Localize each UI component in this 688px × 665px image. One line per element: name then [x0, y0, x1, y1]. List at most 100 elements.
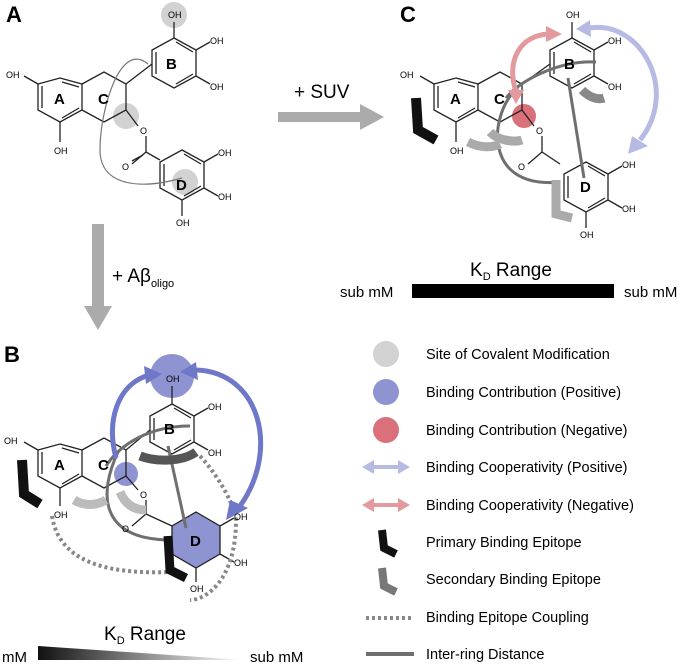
secondary-epitope-c [486, 128, 524, 146]
oh-label: OH [208, 448, 222, 458]
secondary-epitope-a [465, 137, 503, 152]
ring-b-label: B [164, 421, 175, 438]
legend-symbol-negative-cooperativity [362, 498, 410, 512]
legend-symbol-secondary-epitope [378, 567, 398, 596]
ring-d-label: D [580, 179, 591, 196]
oh-label: OH [208, 402, 222, 412]
oh-label: OH [450, 146, 464, 156]
legend-item-positive-contribution: Binding Contribution (Positive) [426, 385, 621, 401]
ring-b-label: B [564, 56, 575, 73]
ester-o-label: O [536, 126, 543, 136]
negative-contribution-dot-c [512, 104, 536, 128]
covalent-site-d [172, 169, 198, 195]
kd-range-bar-c [412, 284, 614, 298]
secondary-epitope-b-b [138, 448, 199, 465]
epitope-coupling-bd [189, 454, 239, 602]
legend-item-positive-cooperativity: Binding Cooperativity (Positive) [426, 460, 627, 476]
inter-ring-distance-cb-b [104, 424, 191, 467]
kd-left-label-b: mM [2, 649, 27, 665]
panel-c-letter: C [400, 2, 416, 27]
legend-symbol-covalent [373, 341, 399, 367]
primary-epitope-d-b [163, 535, 189, 583]
oh-label: OH [566, 10, 580, 20]
ring-b-label: B [166, 56, 177, 73]
ester-o-label: O [140, 126, 147, 136]
secondary-epitope-d [551, 180, 574, 223]
oh-label: OH [176, 218, 190, 228]
legend-item-secondary-epitope: Secondary Binding Epitope [426, 572, 601, 588]
ester-o-label: O [140, 490, 147, 500]
ester-o-label: O [518, 162, 525, 172]
primary-epitope-a-c [411, 97, 439, 145]
inter-ring-curve-a [99, 58, 183, 185]
legend: Site of Covalent Modification Binding Co… [362, 341, 634, 663]
oh-label: OH [190, 584, 204, 594]
positive-cooperativity-arrow-bd [195, 367, 264, 508]
egcg-structure-b [23, 386, 235, 582]
ring-c-label: C [98, 91, 109, 108]
oh-label: OH [54, 510, 68, 520]
inter-ring-distance-cd-b [105, 451, 173, 542]
oh-label: OH [234, 558, 248, 568]
oh-label: OH [218, 148, 232, 158]
egcg-structure-a [23, 22, 219, 216]
oh-label: OH [6, 70, 20, 80]
legend-symbol-positive-cooperativity [362, 460, 410, 474]
covalent-site-c [113, 103, 139, 129]
abeta-label: + Aβoligo [112, 266, 174, 290]
oh-label: OH [608, 82, 622, 92]
oh-label: OH [54, 146, 68, 156]
legend-item-negative-cooperativity: Binding Cooperativity (Negative) [426, 498, 634, 514]
kd-range-gradient-b [38, 646, 244, 660]
ring-d-label: D [176, 177, 187, 194]
ester-o-label: O [122, 162, 129, 172]
secondary-epitope-c-b [115, 490, 147, 515]
oh-label: OH [234, 512, 248, 522]
positive-cooperativity-arrow-cb [110, 373, 147, 459]
panel-b-letter: B [4, 342, 20, 367]
oh-label: OH [608, 36, 622, 46]
kd-range-title-b: KD Range [104, 624, 186, 647]
egcg-structure-c [419, 22, 623, 228]
ring-d-label: D [190, 533, 201, 550]
panel-c: C [340, 2, 677, 301]
ring-a-label: A [450, 91, 461, 108]
panel-b: B [2, 342, 303, 665]
covalent-site-b-oh [161, 2, 187, 28]
ring-c-label: C [98, 457, 109, 474]
ring-a-label: A [54, 457, 65, 474]
positive-contribution-ring-d [172, 512, 220, 568]
panel-a: A [6, 2, 232, 228]
legend-symbol-negative-contribution [373, 417, 399, 443]
inter-ring-distance-bd [566, 77, 586, 179]
abeta-arrow: + Aβoligo [84, 224, 174, 330]
oh-label: OH [168, 10, 182, 20]
ring-a-label: A [54, 91, 65, 108]
positive-contribution-dot-b-oh [150, 354, 194, 398]
negative-cooperativity-arrow [510, 31, 549, 93]
legend-symbol-primary-epitope [378, 529, 398, 558]
kd-right-label-c: sub mM [624, 284, 677, 301]
suv-arrow: + SUV [278, 82, 384, 130]
legend-item-negative-contribution: Binding Contribution (Negative) [426, 423, 628, 439]
legend-symbol-positive-contribution [373, 379, 399, 405]
oh-label: OH [622, 204, 636, 214]
oh-label: OH [210, 82, 224, 92]
oh-label: OH [210, 36, 224, 46]
suv-label: + SUV [294, 82, 350, 103]
kd-left-label-c: sub mM [340, 284, 393, 301]
legend-item-inter-ring-distance: Inter-ring Distance [426, 647, 544, 663]
oh-label: OH [4, 436, 18, 446]
primary-epitope-a-b [17, 459, 43, 509]
kd-right-label-b: sub mM [250, 649, 303, 665]
secondary-epitope-b [578, 86, 606, 104]
legend-item-covalent: Site of Covalent Modification [426, 347, 610, 363]
legend-item-primary-epitope: Primary Binding Epitope [426, 535, 582, 551]
oh-label: OH [218, 192, 232, 202]
oh-label: OH [400, 70, 414, 80]
ester-o-label: O [122, 524, 129, 534]
kd-range-title-c: KD Range [470, 260, 552, 283]
legend-item-epitope-coupling: Binding Epitope Coupling [426, 610, 589, 626]
positive-cooperativity-arrow [589, 24, 659, 142]
